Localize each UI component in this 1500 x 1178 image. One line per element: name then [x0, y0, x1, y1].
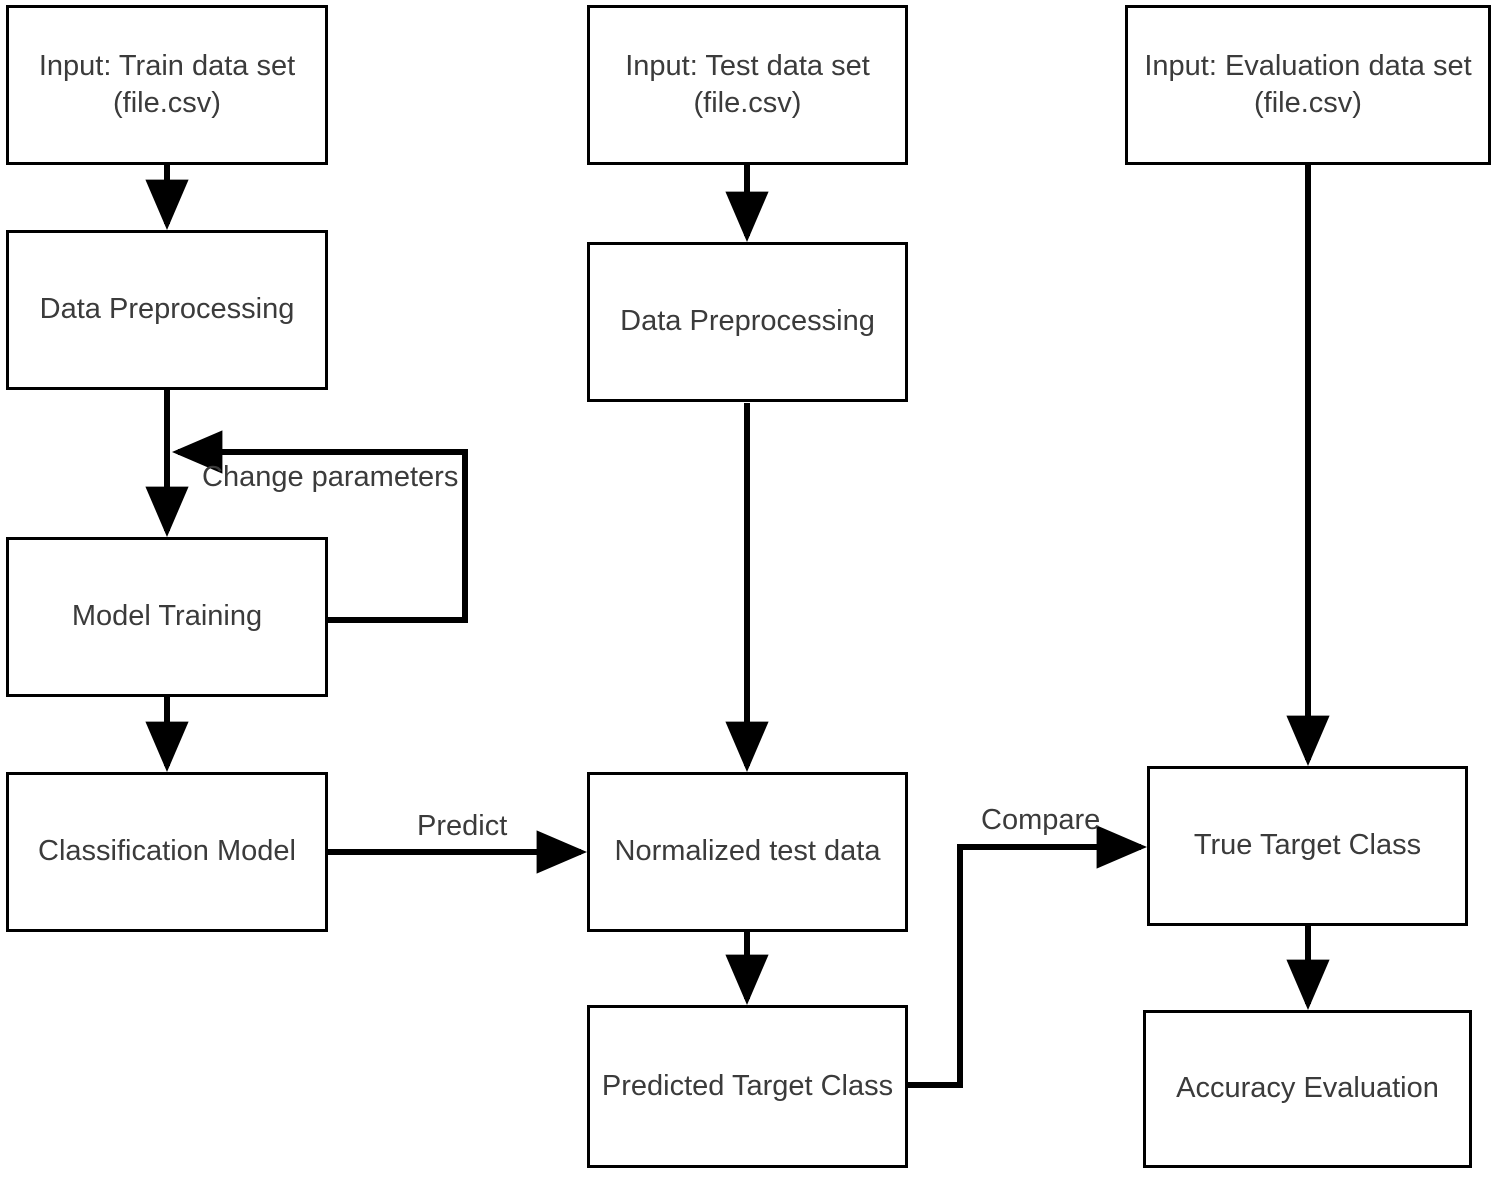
node-input-train-data-set-label: Input: Train data set (file.csv) [38, 49, 296, 119]
edge-predicted-target-class-to-true-target-class [908, 825, 1147, 1088]
node-input-test-data-set[interactable]: Input: Test data set (file.csv) [587, 5, 908, 165]
edge-label-compare: Compare [981, 804, 1101, 836]
edge-label-predict: Predict [417, 810, 508, 842]
node-normalized-test-data[interactable]: Normalized test data [587, 772, 908, 932]
node-model-training[interactable]: Model Training [6, 537, 328, 697]
edge-label-change-parameters: Change parameters [202, 461, 459, 493]
node-data-preprocessing-train[interactable]: Data Preprocessing [6, 230, 328, 390]
node-data-preprocessing-test[interactable]: Data Preprocessing [587, 242, 908, 402]
node-data-preprocessing-test-label: Data Preprocessing [620, 305, 875, 338]
node-classification-model-label: Classification Model [38, 835, 296, 868]
node-true-target-class-label: True Target Class [1193, 829, 1422, 862]
node-input-train-data-set[interactable]: Input: Train data set (file.csv) [6, 5, 328, 165]
node-accuracy-evaluation-label: Accuracy Evaluation [1176, 1072, 1439, 1105]
node-normalized-test-data-label: Normalized test data [614, 835, 881, 868]
node-input-test-data-set-label: Input: Test data set (file.csv) [625, 49, 870, 119]
node-classification-model[interactable]: Classification Model [6, 772, 328, 932]
node-input-evaluation-data-set[interactable]: Input: Evaluation data set (file.csv) [1125, 5, 1491, 165]
node-data-preprocessing-train-label: Data Preprocessing [39, 293, 295, 326]
node-true-target-class[interactable]: True Target Class [1147, 766, 1468, 926]
node-predicted-target-class-label: Predicted Target Class [601, 1069, 894, 1102]
node-predicted-target-class[interactable]: Predicted Target Class [587, 1005, 908, 1168]
node-accuracy-evaluation[interactable]: Accuracy Evaluation [1143, 1010, 1472, 1168]
node-model-training-label: Model Training [71, 600, 263, 633]
node-input-evaluation-data-set-label: Input: Evaluation data set (file.csv) [1144, 49, 1472, 119]
